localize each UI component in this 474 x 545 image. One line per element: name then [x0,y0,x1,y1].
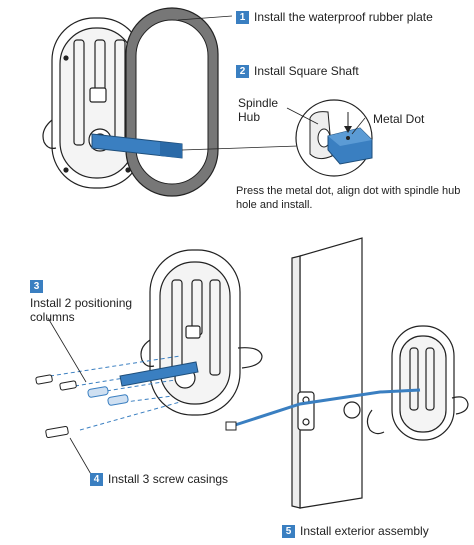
step-5-label: 5 Install exterior assembly [282,524,429,538]
step-4-text: Install 3 screw casings [108,472,229,486]
positioning-columns [35,374,77,391]
step-leaders-middle [47,317,93,477]
step-leaders-top [177,15,299,151]
square-shaft [91,133,183,159]
step-3-label: 3 Install 2 positioning columns [30,280,160,324]
step-5-number: 5 [282,524,295,538]
step-3-number: 3 [30,280,43,293]
spindle-hub-label: Spindle Hub [238,96,279,124]
step-2-number: 2 [236,64,249,78]
step-1-number: 1 [236,10,249,24]
exterior-cable [225,388,421,431]
step-2-text: Install Square Shaft [254,64,359,78]
rubber-plate [125,7,219,197]
spindle-detail [286,99,373,177]
exploded-lock-body [140,249,263,416]
door [291,237,363,509]
step-4-label: 4 Install 3 screw casings [90,472,228,486]
step-4-number: 4 [90,472,103,486]
step-1-label: 1 Install the waterproof rubber plate [236,10,433,24]
step-3-text: Install 2 positioning columns [30,296,133,324]
exterior-assembly [343,325,469,441]
step-1-text: Install the waterproof rubber plate [254,10,433,24]
step-5-text: Install exterior assembly [300,524,429,538]
spindle-note: Press the metal dot, align dot with spin… [236,185,461,211]
metal-dot-label: Metal Dot [373,112,425,126]
step-2-label: 2 Install Square Shaft [236,64,359,78]
screw-casings [45,386,129,439]
exploded-shaft [119,361,199,387]
